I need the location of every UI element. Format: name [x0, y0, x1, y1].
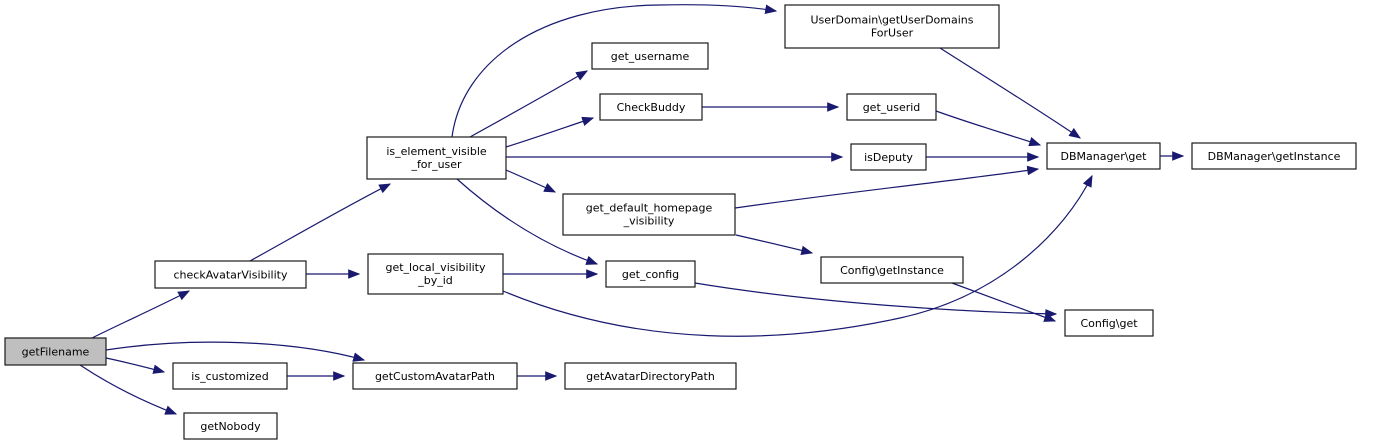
- node-box-get_default_homepage_visibility[interactable]: [562, 193, 736, 236]
- edge-get_local_visibility_by_id-to-DBManager_get: [502, 174, 1093, 337]
- node-label-get_local_visibility_by_id-line2: _by_id: [417, 274, 453, 287]
- edge-get_default_homepage_visibility-to-DBManager_get: [734, 165, 1040, 209]
- node-get_local_visibility_by_id[interactable]: get_local_visibility_by_id: [367, 253, 504, 295]
- node-label-Config_getInstance: Config\getInstance: [840, 264, 944, 277]
- node-label-get_username: get_username: [611, 50, 690, 63]
- node-getNobody[interactable]: getNobody: [183, 412, 278, 440]
- node-label-get_default_homepage_visibility-line1: get_default_homepage: [586, 202, 713, 215]
- node-CheckBuddy[interactable]: CheckBuddy: [599, 93, 703, 121]
- node-label-UserDomain_getUserDomainsForUser-line1: UserDomain\getUserDomains: [810, 14, 973, 27]
- edge-Config_getInstance-to-Config_get: [951, 282, 1057, 322]
- node-label-checkAvatarVisibility: checkAvatarVisibility: [173, 269, 288, 282]
- node-label-DBManager_getInstance: DBManager\getInstance: [1208, 150, 1341, 163]
- node-get_userid[interactable]: get_userid: [846, 93, 937, 121]
- node-box-is_element_visible_for_user[interactable]: [366, 136, 507, 180]
- node-box-get_username[interactable]: [591, 42, 709, 70]
- node-label-Config_get: Config\get: [1080, 317, 1138, 330]
- node-label-getNobody: getNobody: [200, 420, 261, 433]
- node-box-getCustomAvatarPath[interactable]: [352, 362, 518, 390]
- node-getFilename[interactable]: getFilename: [4, 337, 107, 366]
- node-label-getCustomAvatarPath: getCustomAvatarPath: [375, 370, 495, 383]
- node-is_element_visible_for_user[interactable]: is_element_visible_for_user: [366, 136, 507, 180]
- node-getCustomAvatarPath[interactable]: getCustomAvatarPath: [352, 362, 518, 390]
- node-box-Config_getInstance[interactable]: [820, 256, 964, 284]
- node-box-is_customized[interactable]: [172, 362, 288, 390]
- edge-is_element_visible_for_user-to-CheckBuddy: [505, 116, 595, 148]
- edge-get_default_homepage_visibility-to-Config_getInstance: [735, 234, 814, 256]
- node-box-getAvatarDirectoryPath[interactable]: [564, 362, 737, 390]
- node-is_customized[interactable]: is_customized: [172, 362, 288, 390]
- edge-is_element_visible_for_user-to-get_config: [456, 178, 599, 265]
- node-box-DBManager_get[interactable]: [1046, 142, 1161, 170]
- node-label-get_config: get_config: [622, 268, 679, 281]
- node-get_config[interactable]: get_config: [605, 260, 696, 288]
- node-isDeputy[interactable]: isDeputy: [850, 143, 927, 171]
- node-Config_getInstance[interactable]: Config\getInstance: [820, 256, 964, 284]
- node-label-is_element_visible_for_user-line2: _for_user: [410, 158, 462, 171]
- edge-UserDomain_getUserDomainsForUser-to-DBManager_get: [939, 47, 1081, 139]
- node-label-get_local_visibility_by_id-line1: get_local_visibility: [385, 261, 486, 274]
- node-label-get_default_homepage_visibility-line2: _visibility: [623, 215, 675, 228]
- edge-get_userid-to-DBManager_get: [935, 110, 1042, 147]
- node-box-UserDomain_getUserDomainsForUser[interactable]: [784, 4, 1000, 49]
- node-box-CheckBuddy[interactable]: [599, 93, 703, 121]
- node-box-get_userid[interactable]: [846, 93, 937, 121]
- edge-getFilename-to-checkAvatarVisibility: [91, 290, 191, 339]
- edge-getFilename-to-getNobody: [79, 364, 178, 415]
- edge-is_element_visible_for_user-to-get_default_homepage_visibility: [505, 169, 557, 193]
- edge-get_config-to-Config_get: [694, 282, 1058, 319]
- node-label-getFilename: getFilename: [22, 346, 90, 359]
- node-get_username[interactable]: get_username: [591, 42, 709, 70]
- edge-checkAvatarVisibility-to-is_element_visible_for_user: [249, 183, 392, 262]
- node-box-checkAvatarVisibility[interactable]: [154, 260, 307, 289]
- node-label-getAvatarDirectoryPath: getAvatarDirectoryPath: [586, 370, 715, 383]
- node-DBManager_get[interactable]: DBManager\get: [1046, 142, 1161, 170]
- node-label-is_element_visible_for_user-line1: is_element_visible: [386, 145, 487, 158]
- node-label-get_userid: get_userid: [863, 101, 921, 114]
- edge-getFilename-to-getCustomAvatarPath: [105, 341, 366, 362]
- node-label-UserDomain_getUserDomainsForUser-line2: ForUser: [871, 27, 914, 40]
- edge-is_element_visible_for_user-to-get_username: [469, 70, 589, 138]
- node-label-CheckBuddy: CheckBuddy: [617, 101, 686, 114]
- node-label-DBManager_get: DBManager\get: [1060, 150, 1147, 163]
- node-label-is_customized: is_customized: [191, 370, 268, 383]
- node-label-isDeputy: isDeputy: [864, 151, 913, 164]
- node-box-DBManager_getInstance[interactable]: [1191, 142, 1357, 170]
- node-box-getNobody[interactable]: [183, 412, 278, 440]
- node-box-Config_get[interactable]: [1064, 309, 1154, 337]
- node-box-getFilename[interactable]: [4, 337, 107, 366]
- node-get_default_homepage_visibility[interactable]: get_default_homepage_visibility: [562, 193, 736, 236]
- edge-is_element_visible_for_user-to-UserDomain_getUserDomainsForUser: [451, 4, 778, 138]
- node-box-get_config[interactable]: [605, 260, 696, 288]
- node-box-get_local_visibility_by_id[interactable]: [367, 253, 504, 295]
- node-DBManager_getInstance[interactable]: DBManager\getInstance: [1191, 142, 1357, 170]
- node-getAvatarDirectoryPath[interactable]: getAvatarDirectoryPath: [564, 362, 737, 390]
- edge-getFilename-to-is_customized: [105, 357, 166, 374]
- node-Config_get[interactable]: Config\get: [1064, 309, 1154, 337]
- node-box-isDeputy[interactable]: [850, 143, 927, 171]
- node-checkAvatarVisibility[interactable]: checkAvatarVisibility: [154, 260, 307, 289]
